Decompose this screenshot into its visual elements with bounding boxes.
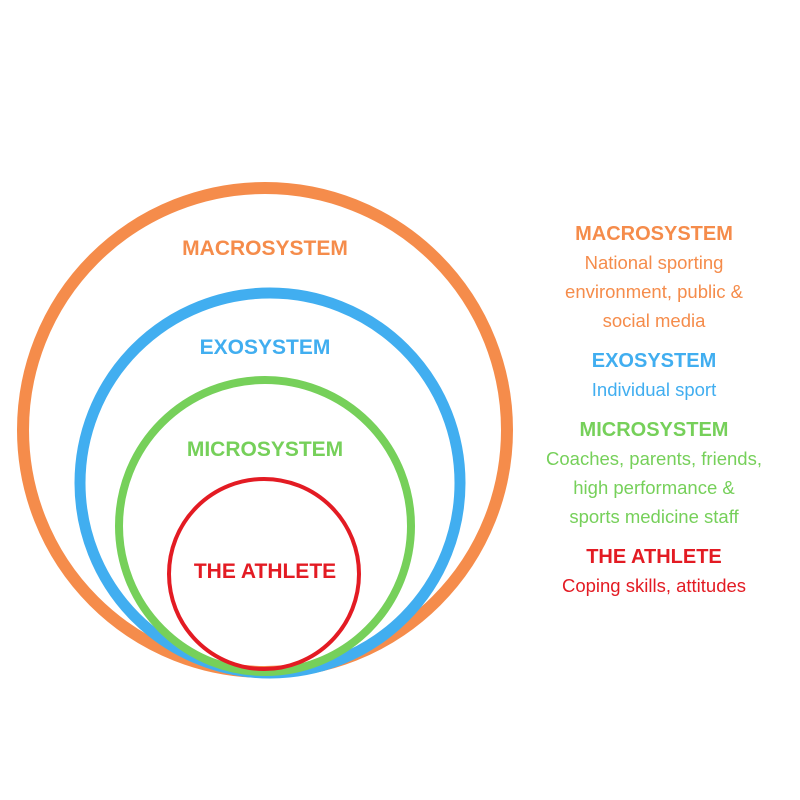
legend-line: Individual sport — [591, 379, 717, 400]
macrosystem-ring — [17, 182, 513, 678]
legend-line: sports medicine staff — [569, 506, 739, 527]
legend-description: Coaches, parents, friends, high performa… — [520, 444, 788, 531]
legend-line: high performance & — [573, 477, 735, 498]
legend-line: environment, public & — [565, 281, 743, 302]
legend-title: THE ATHLETE — [586, 546, 722, 568]
legend-title: MACROSYSTEM — [575, 223, 733, 245]
legend-description: Coping skills, attitudes — [520, 571, 788, 600]
athlete-ring — [167, 477, 361, 671]
microsystem-ring — [115, 376, 415, 676]
legend-line: Coaches, parents, friends, — [546, 448, 762, 469]
legend-entry-exosystem: EXOSYSTEM Individual sport — [520, 347, 788, 404]
legend: MACROSYSTEM National sporting environmen… — [520, 220, 788, 612]
macrosystem-ring-label: MACROSYSTEM — [182, 237, 348, 260]
legend-description: Individual sport — [520, 375, 788, 404]
legend-entry-macrosystem: MACROSYSTEM National sporting environmen… — [520, 220, 788, 335]
legend-title: EXOSYSTEM — [591, 350, 717, 372]
legend-entry-athlete: THE ATHLETE Coping skills, attitudes — [520, 543, 788, 600]
microsystem-ring-label: MICROSYSTEM — [187, 438, 343, 461]
legend-description: National sporting environment, public & … — [520, 248, 788, 335]
legend-line: Coping skills, attitudes — [561, 575, 747, 596]
legend-entry-microsystem: MICROSYSTEM Coaches, parents, friends, h… — [520, 416, 788, 531]
legend-line: National sporting — [584, 252, 724, 273]
athlete-ring-label: THE ATHLETE — [194, 560, 336, 583]
legend-title: MICROSYSTEM — [579, 419, 729, 441]
exosystem-ring-label: EXOSYSTEM — [200, 336, 331, 359]
legend-line: social media — [602, 310, 706, 331]
